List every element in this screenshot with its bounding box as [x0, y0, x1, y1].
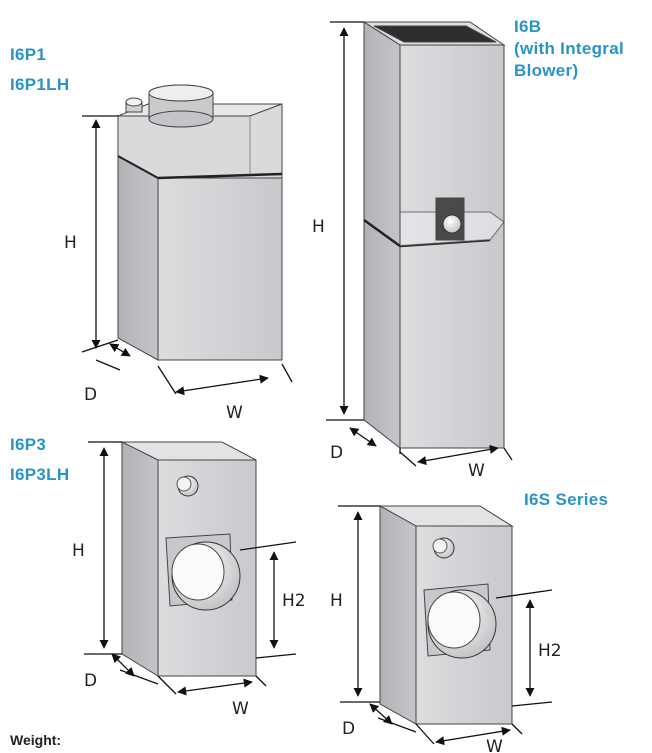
- unit-i6s: [378, 505, 514, 725]
- i6p1-front-body: [157, 177, 283, 361]
- weight-label: Weight:: [10, 732, 62, 748]
- i6b-side-face: [363, 21, 401, 450]
- i6s-dimensions: [338, 505, 553, 746]
- i6p3-height2-label: H2: [282, 591, 306, 611]
- model-label-i6p1: I6P1 I6P1LH: [10, 44, 69, 96]
- i6p1-width-label: W: [226, 403, 243, 423]
- model-note-line2: Blower): [514, 61, 579, 80]
- unit-i6b: [362, 21, 506, 450]
- model-name-i6p1lh: I6P1LH: [10, 75, 70, 94]
- i6p3-side-face: [121, 441, 159, 677]
- i6b-front-face: [399, 44, 505, 449]
- i6p3-width-label: W: [232, 699, 249, 719]
- model-name-i6p3lh: I6P3LH: [10, 465, 70, 484]
- model-name-i6p3: I6P3: [10, 435, 47, 454]
- i6p3-dimensions: [84, 441, 297, 696]
- i6s-depth-label: D: [342, 719, 355, 739]
- i6s-height2-label: H2: [538, 641, 562, 661]
- i6p1-dimensions: [81, 115, 293, 396]
- i6s-side-face: [379, 505, 417, 725]
- i6s-width-label: W: [486, 737, 503, 753]
- i6s-height-label: H: [330, 591, 343, 611]
- i6p3-depth-label: D: [84, 671, 97, 691]
- i6b-dimensions: [326, 21, 513, 467]
- model-name-i6s-series: I6S Series: [524, 490, 609, 509]
- i6p1-depth-label: D: [84, 385, 97, 405]
- unit-i6p1: [117, 84, 283, 361]
- i6p3-height-label: H: [72, 541, 85, 561]
- model-label-i6b: I6B (with Integral Blower): [514, 16, 624, 82]
- model-label-i6p3: I6P3 I6P3LH: [10, 434, 69, 486]
- model-name-i6p1: I6P1: [10, 45, 47, 64]
- i6b-top-opening: [373, 25, 497, 43]
- i6p1-height-label: H: [64, 233, 77, 253]
- model-label-i6s: I6S Series: [524, 489, 608, 511]
- i6b-depth-label: D: [330, 443, 343, 463]
- i6b-height-label: H: [312, 217, 325, 237]
- model-note-line1: (with Integral: [514, 39, 624, 58]
- model-name-i6b: I6B: [514, 17, 542, 36]
- unit-i6p3: [121, 441, 257, 677]
- i6b-width-label: W: [468, 461, 485, 481]
